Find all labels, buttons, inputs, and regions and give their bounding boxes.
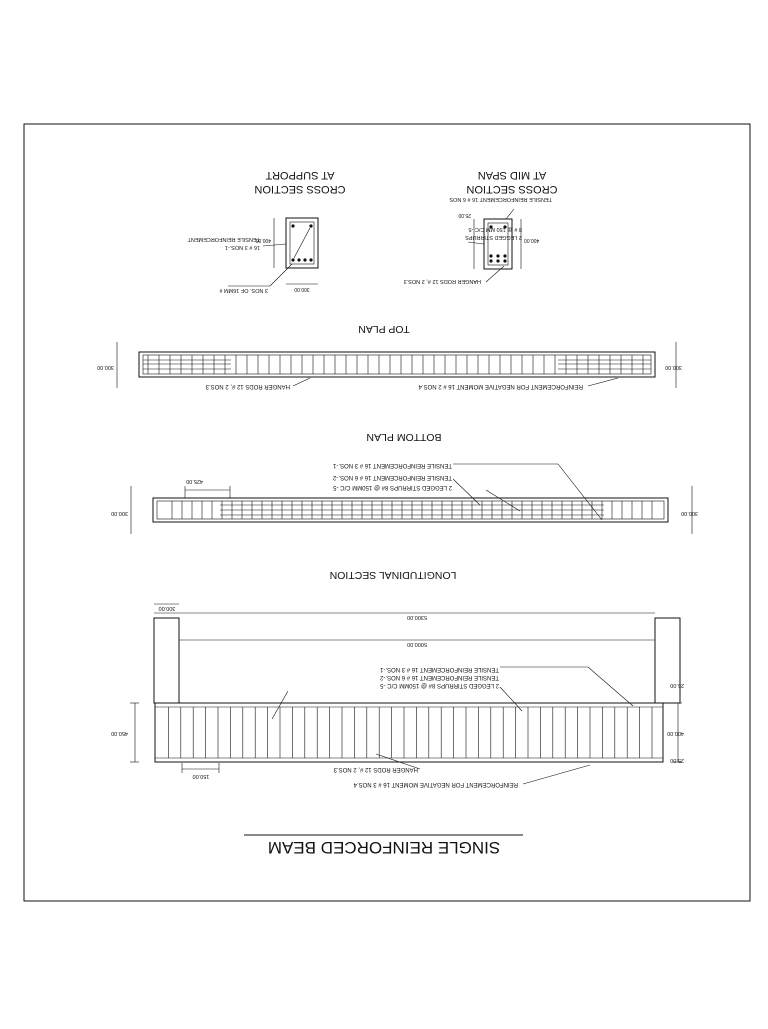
bottom-label-1: TENSILE REINFORCEMENT 16 # 3 NOS.-1	[332, 462, 452, 468]
mid-label-hanger: HANGER RODS 12 #, 2 NOS.3	[404, 278, 481, 284]
long-beam-outline	[154, 702, 664, 763]
top-label-hanger: HANGER RODS 12 #, 2 NOS.3	[205, 383, 290, 389]
bottom-dim-left: 300.00	[111, 510, 128, 516]
bottom-dim-right: 300.00	[681, 510, 698, 516]
mid-label-tensile: TENSILE REINFORCEMENT 16 # 6 NOS	[449, 196, 552, 202]
top-stirrups	[147, 355, 644, 374]
long-dim-right-bot: 25.00	[670, 757, 684, 763]
long-dim-clear: 5000.00	[407, 641, 427, 647]
top-plan: 300.00 300.00 REINFORCEMENT FOR NEGATIVE…	[97, 323, 682, 389]
long-label-3: 2 LEGGED STIRRUPS 8# @ 150MM C/C -5	[380, 682, 499, 688]
mid-title-1: CROSS SECTION	[466, 183, 557, 195]
long-dim-right-mid: 400.00	[667, 730, 684, 736]
cross-mid: 400.00 25.00 HANGER RODS 12 #, 2 NOS.3 2…	[404, 169, 558, 284]
long-label-negative: REINFORCEMENT FOR NEGATIVE MOMENT 16 # 3…	[353, 781, 518, 787]
cross-support: 400.00 300.00 3 NOS. OF 16MM # TENSILE R…	[187, 169, 346, 293]
longitudinal-section: REINFORCEMENT FOR NEGATIVE MOMENT 16 # 3…	[111, 569, 684, 787]
top-label-negative: REINFORCEMENT FOR NEGATIVE MOMENT 16 # 2…	[418, 383, 583, 389]
support-dim-height: 400.00	[255, 237, 271, 243]
rotated-drawing: SINGLE REINFORCED BEAM REINFORCEMENT FOR…	[97, 169, 698, 857]
mid-label-stirrups-2: 8 # @ 150 MM C/C -5	[468, 226, 522, 232]
bottom-plan: 300.00 300.00 425.00 2 LEGGED STIRRUPS 8…	[111, 431, 698, 534]
long-dim-stirrup: 150.00	[193, 773, 210, 779]
bottom-plan-outline	[152, 497, 669, 523]
mid-title-2: AT MID SPAN	[478, 169, 547, 181]
long-stirrups	[168, 707, 653, 758]
long-support-right	[153, 617, 180, 704]
drawing-title: SINGLE REINFORCED BEAM	[268, 838, 500, 857]
support-dim-width: 300.00	[294, 286, 310, 292]
long-title: LONGITUDINAL SECTION	[330, 569, 457, 581]
mid-dim-height: 400.00	[524, 237, 540, 243]
support-title-1: CROSS SECTION	[254, 183, 345, 195]
long-label-1: TENSILE REINFORCEMENT 16 # 3 NOS.-1	[379, 666, 499, 672]
long-label-hanger: HANGER RODS 12 #, 2 NOS.3	[333, 766, 418, 772]
support-section-outline	[285, 217, 319, 269]
support-label-tensile-2: 16 # 3 NOS.-1	[225, 244, 260, 250]
long-dim-left-height: 450.00	[111, 730, 128, 736]
mid-label-stirrups-1: 2 LEGGED STIRRUPS	[465, 234, 522, 240]
support-label-tensile-bottom: 3 NOS. OF 16MM #	[218, 287, 268, 293]
bottom-label-2: TENSILE REINFORCEMENT 16 # 6 NOS.-2	[332, 474, 452, 480]
sheet-border	[23, 123, 751, 902]
long-dim-overall: 5300.00	[407, 614, 427, 620]
top-title: TOP PLAN	[358, 323, 410, 335]
bottom-label-3: 2 LEGGED STIRRUPS 8# @ 150MM C/C -5	[333, 484, 452, 490]
bottom-title: BOTTOM PLAN	[366, 431, 441, 443]
long-support-left	[654, 617, 681, 704]
top-plan-outline	[138, 351, 656, 378]
long-dim-right-top: 25.00	[670, 682, 684, 688]
mid-dim-cover: 25.00	[458, 212, 471, 218]
top-dim-right: 300.00	[665, 364, 682, 370]
long-dim-support: 300.00	[159, 605, 176, 611]
support-title-2: AT SUPPORT	[265, 169, 334, 181]
bottom-dim-top: 425.00	[186, 478, 203, 484]
long-label-2: TENSILE REINFORCEMENT 16 # 6 NOS.-2	[379, 674, 499, 680]
top-dim-left: 300.00	[97, 364, 114, 370]
support-label-tensile-1: TENSILE REINFORCEMENT	[187, 236, 260, 242]
